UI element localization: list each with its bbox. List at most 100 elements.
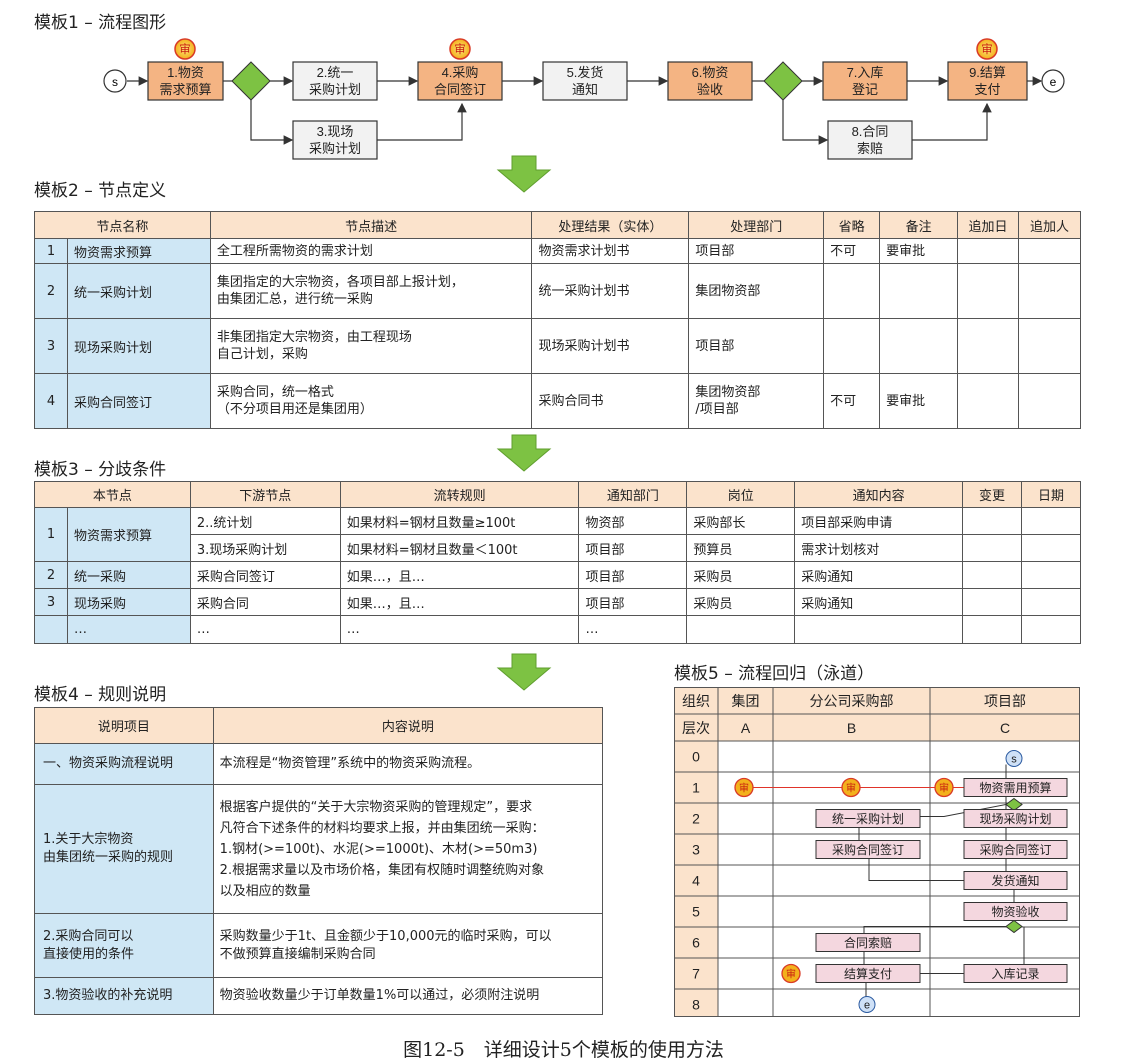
level-number: 4: [692, 873, 700, 889]
table-cell: 现场采购计划书: [531, 318, 690, 374]
template2-title: 模板2 – 节点定义: [34, 181, 167, 201]
end-node: [1041, 69, 1065, 93]
column-header: 日期: [1021, 481, 1081, 508]
svg-text:审: 审: [179, 42, 191, 56]
process-node-label: 7.入库登记: [847, 65, 884, 97]
table-cell: [962, 588, 1022, 616]
table-cell: [1021, 507, 1081, 535]
rule-description-table: 说明项目内容说明 一、物资采购流程说明本流程是“物资管理”系统中的物资采购流程。…: [34, 707, 604, 1015]
table-cell: 物资验收数量少于订单数量1%可以通过，必须附注说明: [212, 977, 604, 1015]
audit-icon: 审: [976, 38, 998, 60]
column-header: 备注: [879, 211, 959, 239]
table-cell: 2..统计划: [189, 507, 341, 535]
process-node-9: [947, 61, 1028, 101]
table-cell: 不可: [823, 373, 881, 429]
table-cell: 3.物资验收的补充说明: [34, 977, 214, 1015]
audit-icon: 审: [934, 777, 954, 798]
table-cell: [879, 263, 959, 319]
table-cell: 集团物资部 /项目部: [688, 373, 825, 429]
template3-title: 模板3 – 分歧条件: [34, 460, 167, 480]
table-cell: 2: [34, 263, 68, 319]
table-cell: [823, 318, 881, 374]
table-cell: [794, 615, 964, 644]
table-cell: 采购数量少于1t、且金额少于10,000元的临时采购，可以 不做预算直接编制采购…: [212, 913, 604, 978]
start-node: [103, 69, 127, 93]
lane-header: 项目部: [984, 693, 1026, 709]
column-header: 岗位: [686, 481, 796, 508]
swimlane-box-label: 采购合同签订: [979, 842, 1051, 857]
lane-code: C: [1000, 720, 1010, 736]
table-cell: 一、物资采购流程说明: [34, 743, 214, 785]
swimlane-box: [815, 964, 921, 983]
table-cell: 3: [34, 588, 68, 616]
down-arrow-icon: [496, 434, 552, 472]
svg-text:审: 审: [739, 782, 749, 795]
table-cell: 如果…，且…: [339, 588, 580, 616]
table-cell: 要审批: [879, 238, 959, 264]
table-cell: 如果材料=钢材且数量＜100t: [339, 534, 580, 562]
table-cell: 如果…，且…: [339, 561, 580, 589]
table-cell: [34, 615, 68, 644]
table-cell: 需求计划核对: [794, 534, 964, 562]
table-cell: 物资需求计划书: [531, 238, 690, 264]
table-cell: …: [66, 615, 191, 644]
process-node-label: 3.现场采购计划: [309, 124, 361, 156]
table-cell: …: [339, 615, 580, 644]
table-cell: 采购合同签订: [189, 561, 341, 589]
svg-text:审: 审: [846, 782, 856, 795]
table-cell: [962, 615, 1022, 644]
template1-flowchart: s e 1.物资需求预算2.统一采购计划3.现场采购计划4.采购合同签订5.发货…: [103, 38, 1065, 193]
column-header: 内容说明: [212, 707, 604, 744]
table-cell: [1021, 561, 1081, 589]
table-cell: 预算员: [686, 534, 796, 562]
table-cell: [957, 318, 1019, 374]
table-cell: 3: [34, 318, 68, 374]
swimlane-box-label: 物资需用预算: [979, 780, 1051, 795]
process-node-label: 6.物资验收: [692, 65, 729, 97]
table-cell: 1: [34, 507, 68, 562]
table-cell: 项目部: [578, 534, 688, 562]
decision-diamond: [231, 61, 271, 101]
decision-diamond: [1005, 797, 1023, 812]
table-cell: 1: [34, 238, 68, 264]
svg-text:s: s: [112, 75, 118, 89]
process-node-6: [667, 61, 753, 101]
table-cell: [823, 263, 881, 319]
lane-header: 分公司采购部: [810, 693, 894, 709]
table-cell: 4: [34, 373, 68, 429]
table-cell: 采购员: [686, 588, 796, 616]
column-header: 省略: [823, 211, 881, 239]
level-number: 7: [692, 966, 700, 982]
table-row: 1.关于大宗物资 由集团统一采购的规则根据客户提供的“关于大宗物资采购的管理规定…: [34, 784, 604, 914]
swimlane-box-label: 合同索赔: [844, 935, 892, 950]
audit-icon: 审: [449, 38, 471, 60]
table-cell: 2: [34, 561, 68, 589]
audit-icon: 审: [734, 777, 754, 798]
process-node-5: [542, 61, 628, 101]
level-number: 8: [692, 997, 700, 1013]
table-cell: [957, 373, 1019, 429]
start-label: s: [1011, 754, 1017, 766]
process-node-8: [827, 120, 913, 160]
column-header: 处理部门: [688, 211, 825, 239]
table-cell: 采购合同: [189, 588, 341, 616]
table-cell: 采购合同书: [531, 373, 690, 429]
swimlane-box-label: 发货通知: [991, 873, 1039, 888]
process-node-label: 1.物资需求预算: [159, 65, 211, 97]
level-number: 3: [692, 842, 700, 858]
template4-title: 模板4 – 规则说明: [34, 685, 167, 705]
table-cell: [962, 534, 1022, 562]
template5-title: 模板5 – 流程回归（泳道）: [674, 664, 875, 684]
table-cell: 全工程所需物资的需求计划: [209, 238, 533, 264]
table-cell: [962, 507, 1022, 535]
column-header: 流转规则: [339, 481, 580, 508]
swimlane-box: [963, 840, 1068, 859]
svg-text:e: e: [1050, 75, 1057, 89]
table-cell: [1018, 373, 1081, 429]
